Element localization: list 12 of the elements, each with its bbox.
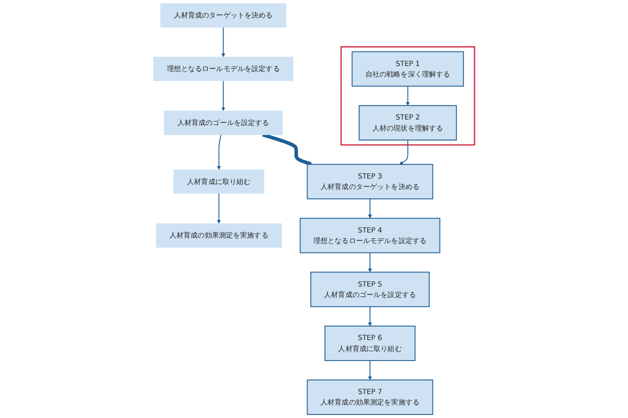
arrow (216, 193, 221, 224)
arrow (368, 306, 372, 326)
cluster (340, 46, 476, 146)
arrow (368, 360, 372, 380)
arrow (216, 134, 222, 170)
arrow (221, 80, 226, 112)
arrow (368, 198, 372, 218)
arrow (262, 133, 313, 166)
arrow (399, 140, 408, 165)
arrow (221, 26, 226, 58)
arrow (406, 86, 410, 106)
arrow (368, 252, 372, 272)
